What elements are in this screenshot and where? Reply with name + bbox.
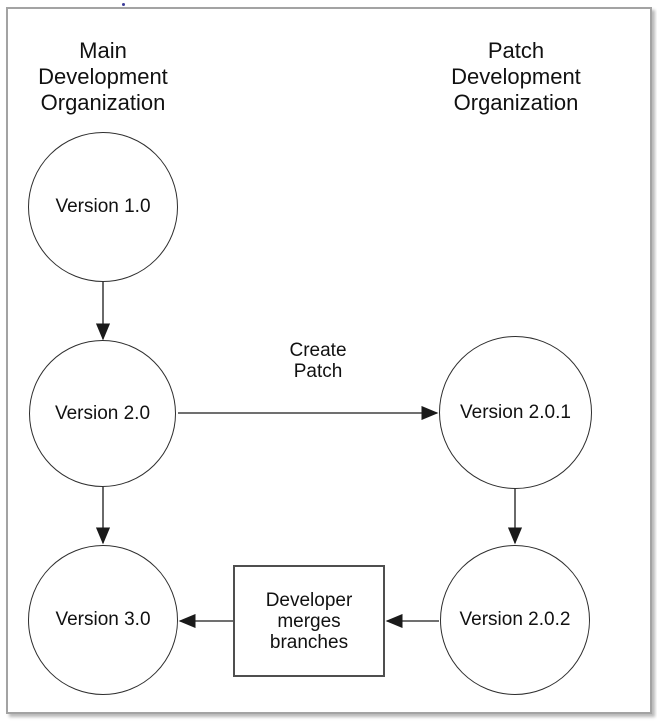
node-version-2-0: Version 2.0 — [29, 340, 176, 487]
node-version-1-0: Version 1.0 — [28, 132, 178, 282]
node-version-3-0: Version 3.0 — [28, 545, 178, 695]
node-developer-merges-branches: Developer merges branches — [233, 565, 385, 677]
diagram-frame: Main Development Organization Patch Deve… — [6, 7, 652, 714]
node-version-2-0-1: Version 2.0.1 — [439, 336, 592, 489]
main-development-organization-heading: Main Development Organization — [38, 38, 168, 115]
patch-development-organization-heading: Patch Development Organization — [451, 38, 581, 115]
node-version-2-0-2: Version 2.0.2 — [440, 545, 590, 695]
create-patch-edge-label: Create Patch — [289, 340, 347, 382]
stray-dot-artifact — [122, 3, 125, 6]
